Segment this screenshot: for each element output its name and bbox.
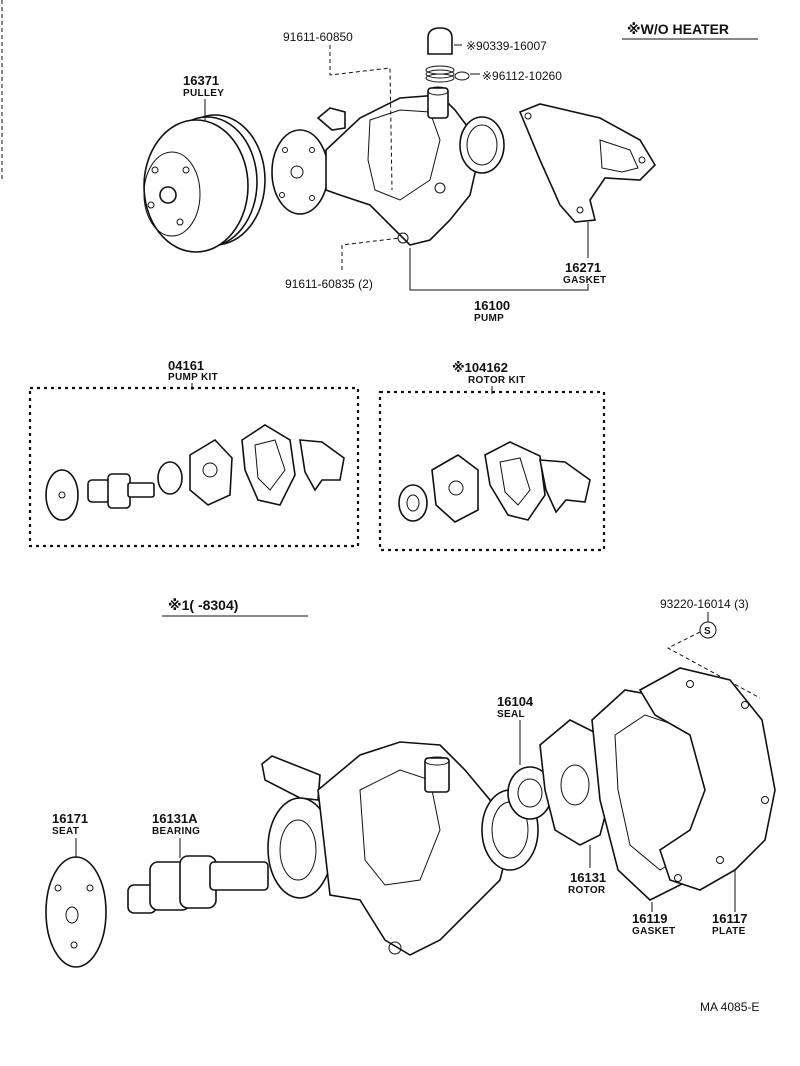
rotor-part-number: 16131 — [570, 870, 606, 885]
gasket-drawing — [518, 103, 657, 223]
bolt-bottom-leader — [341, 237, 401, 270]
gasket2-caption: GASKET — [632, 926, 675, 937]
rotor-caption: ROTOR — [568, 885, 606, 896]
seal-part-number: 16104 — [497, 694, 534, 709]
note-s1: ※1( -8304) — [168, 597, 238, 613]
pump-kit-caption: PUMP KIT — [168, 372, 218, 383]
pump-kit-part-number: 04161 — [168, 358, 204, 373]
cap-drawing — [427, 27, 453, 55]
plate-drawing — [638, 667, 776, 891]
gasket-caption: GASKET — [563, 275, 606, 286]
rotor-kit-caption: ROTOR KIT — [468, 375, 526, 386]
s-mark: S — [704, 626, 711, 637]
rotor-drawing — [539, 719, 613, 846]
seal-caption: SEAL — [497, 709, 525, 720]
figure-code: MA 4085-E — [700, 1000, 759, 1014]
gasket2-part-number: 16119 — [632, 911, 667, 926]
pulley-part-number: 16371 — [183, 73, 219, 88]
pump-kit-box — [28, 386, 360, 548]
seat-drawing — [45, 856, 107, 968]
bearing-drawing — [127, 855, 269, 914]
pump-kit-parts-drawing — [45, 424, 345, 521]
seat-part-number: 16171 — [52, 811, 88, 826]
pump-part-number: 16100 — [474, 298, 510, 313]
pulley-drawing — [143, 114, 266, 253]
bolt-bottom-part-number: 91611-60835 (2) — [285, 277, 373, 291]
clip-part-number: ※96112-10260 — [482, 69, 562, 83]
seat-caption: SEAT — [52, 826, 79, 837]
bearing-caption: BEARING — [152, 826, 200, 837]
bolt-plate-part-number: 93220-16014 (3) — [660, 597, 749, 611]
clip-drawing — [425, 65, 470, 83]
bolt-top-part-number: 91611-60850 — [283, 30, 353, 44]
gasket-part-number: 16271 — [565, 260, 601, 275]
seal-drawing — [507, 766, 553, 820]
pump-caption: PUMP — [474, 313, 504, 324]
bearing-part-number: 16131A — [152, 811, 198, 826]
pump-body-drawing — [271, 86, 505, 246]
rotor-kit-part-number: ※104162 — [452, 360, 508, 375]
s-mark-circle — [699, 621, 717, 639]
plate-caption: PLATE — [712, 926, 746, 937]
pump-bracket-leader — [409, 248, 589, 291]
rotor-kit-box — [378, 390, 606, 552]
cap-part-number: ※90339-16007 — [466, 39, 547, 53]
wo-heater-note: ※W/O HEATER — [627, 21, 729, 37]
bolt-top-leader — [329, 45, 393, 191]
pump-housing-drawing — [261, 741, 539, 956]
plate-part-number: 16117 — [712, 911, 747, 926]
rotor-kit-parts-drawing — [398, 441, 591, 523]
pulley-caption: PULLEY — [183, 88, 224, 99]
